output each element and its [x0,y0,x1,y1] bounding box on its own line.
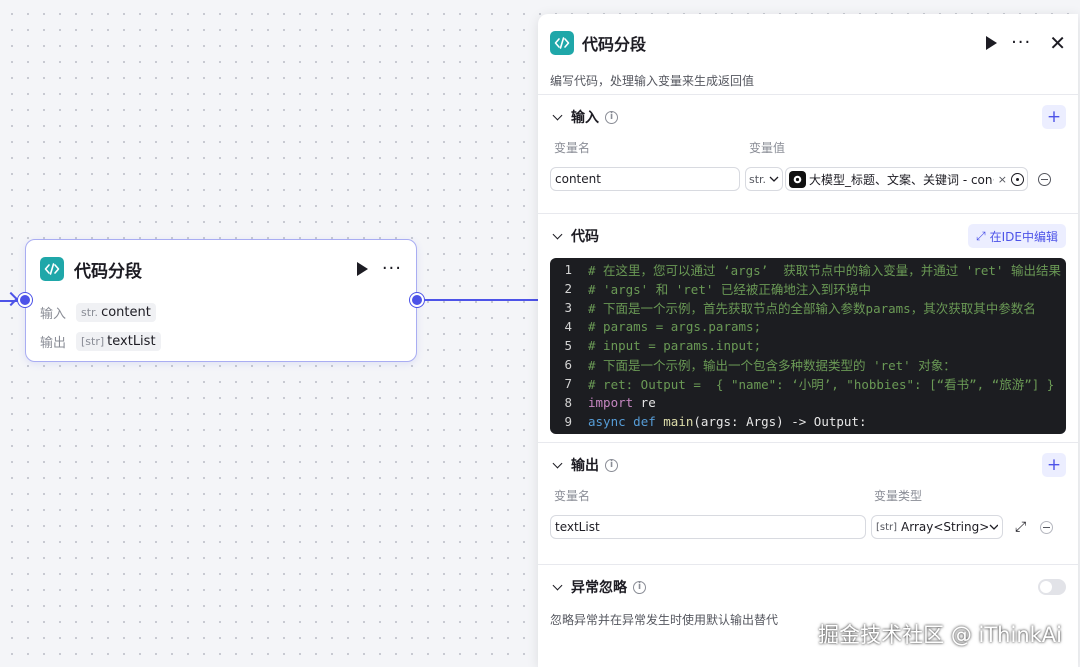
node-input-chip: str.content [76,303,156,322]
exception-description: 忽略异常并在异常发生时使用默认输出替代 [550,613,779,627]
edit-in-ide-button[interactable]: ⤢在IDE中编辑 [968,224,1066,248]
panel-description: 编写代码，处理输入变量来生成返回值 [550,74,755,88]
add-input-button[interactable]: + [1042,105,1066,129]
chevron-down-icon[interactable] [552,580,563,590]
node-input-label: 输入 [40,307,67,322]
code-section-title: 代码 [571,229,599,245]
ignore-exception-toggle[interactable] [1038,579,1066,595]
variable-picker-icon[interactable] [1011,172,1024,186]
add-output-button[interactable]: + [1042,453,1066,477]
output-section: 输出 i + 变量名 变量类型 [str] Array<String> ⤢ [538,442,1078,564]
input-section-title: 输入 [571,110,599,126]
llm-node-icon [789,170,806,188]
output-port[interactable] [410,293,424,307]
run-button[interactable] [986,36,998,50]
input-type-value: str. [749,172,767,186]
node-output-chip: [str]textList [76,332,161,351]
clear-ref-icon[interactable]: × [997,172,1007,186]
node-input-value: content [101,305,151,320]
incoming-edge [0,300,20,302]
chevron-down-icon[interactable] [552,229,563,239]
node-config-panel: 代码分段 ··· ✕ 编写代码，处理输入变量来生成返回值 输入 i + 变量名 … [538,14,1078,667]
input-var-ref-field[interactable]: 大模型_标题、文案、关键词 - con··· × [785,167,1028,191]
info-icon[interactable]: i [605,458,618,472]
info-icon[interactable]: i [633,580,646,594]
input-type-select[interactable]: str. [745,167,783,191]
input-var-ref-value: 大模型_标题、文案、关键词 - con··· [809,172,994,187]
info-icon[interactable]: i [605,110,618,124]
input-var-name-field[interactable] [550,167,740,191]
code-line: 7# ret: Output = { "name": ‘小明’, "hobbie… [564,376,1055,392]
chevron-down-icon [769,176,779,182]
code-line: 4# params = args.params; [564,319,762,334]
output-section-title: 输出 [571,458,599,474]
input-port[interactable] [18,293,32,307]
run-node-button[interactable] [356,262,368,276]
input-section: 输入 i + 变量名 变量值 str. 大模型_标题、文案、关键词 - con·… [538,94,1078,213]
output-type-select[interactable]: [str] Array<String> [871,515,1003,539]
node-output-label: 输出 [40,336,67,351]
remove-output-icon[interactable] [1040,520,1054,534]
code-line: 3# 下面是一个示例，首先获取节点的全部输入参数params，其次获取其中参数名 [564,300,1036,316]
exception-section: 异常忽略 i 忽略异常并在异常发生时使用默认输出替代 [538,564,1078,654]
edit-in-ide-label: 在IDE中编辑 [989,229,1058,244]
var-value-header: 变量值 [749,141,786,155]
code-line: 1# 在这里，您可以通过 ‘args’ 获取节点中的输入变量，并通过 'ret'… [564,262,1061,278]
array-type-icon: [str] [876,521,898,533]
incoming-edge-arrow [3,291,19,307]
code-editor[interactable]: 1# 在这里，您可以通过 ‘args’ 获取节点中的输入变量，并通过 'ret'… [550,258,1066,434]
code-line: 2# 'args' 和 'ret' 已经被正确地注入到环境中 [564,281,871,297]
watermark: 掘金技术社区 @ iThinkAi [818,623,1062,647]
code-section: 代码 ⤢在IDE中编辑 1# 在这里，您可以通过 ‘args’ 获取节点中的输入… [538,213,1078,442]
code-line: 6# 下面是一个示例，输出一个包含多种数据类型的 'ret' 对象： [564,357,956,373]
outgoing-edge [420,299,540,301]
chevron-down-icon [989,524,998,530]
var-name-header: 变量名 [554,141,591,155]
close-icon[interactable]: ✕ [1049,31,1066,55]
string-type-icon: str. [81,306,99,319]
node-output-value: textList [107,334,156,349]
chevron-down-icon[interactable] [552,458,563,468]
code-node-card[interactable]: 代码分段 ··· 输入 str.content 输出 [str]textList [25,239,417,362]
panel-more-button[interactable]: ··· [1011,32,1032,53]
node-more-button[interactable]: ··· [381,258,402,279]
code-icon [40,257,64,281]
remove-input-icon[interactable] [1038,172,1051,186]
panel-title: 代码分段 [582,35,647,54]
expand-icon[interactable]: ⤢ [1015,519,1027,535]
output-type-value: Array<String> [901,520,990,534]
output-var-name-field[interactable] [550,515,866,539]
array-type-icon: [str] [81,335,105,348]
exception-section-title: 异常忽略 [571,580,627,596]
expand-icon: ⤢ [976,228,986,243]
code-icon [550,31,574,55]
code-line: 5# input = params.input; [564,338,762,353]
var-name-header: 变量名 [554,489,591,503]
node-title: 代码分段 [74,261,142,282]
var-type-header: 变量类型 [874,489,923,503]
chevron-down-icon[interactable] [552,110,563,120]
